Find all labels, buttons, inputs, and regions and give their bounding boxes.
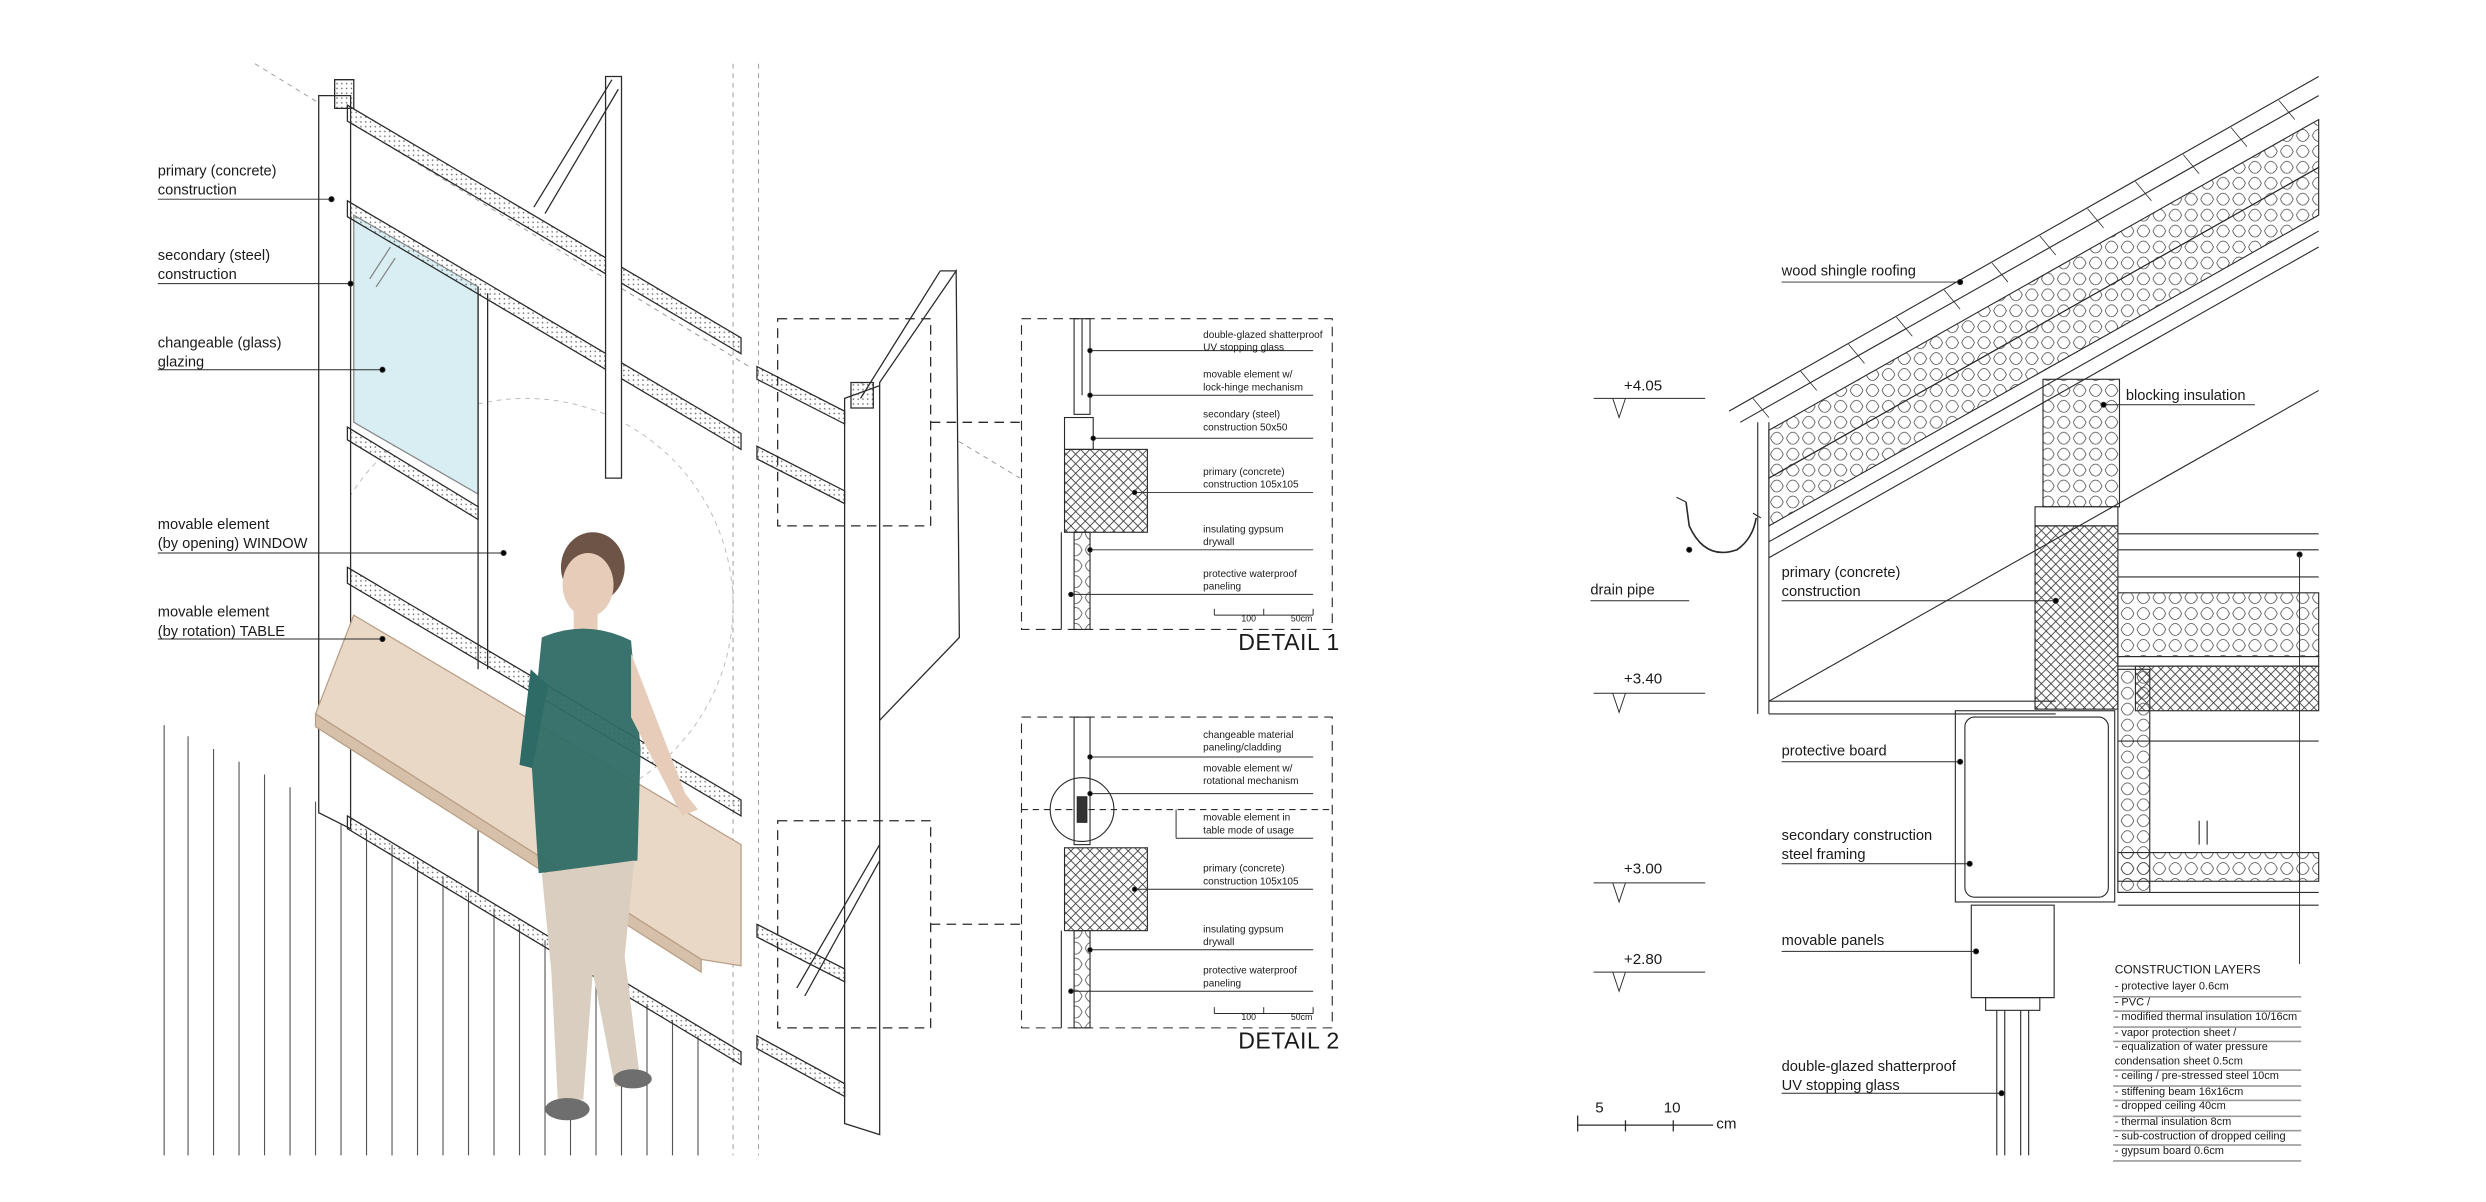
layer-item: - PVC /: [2113, 997, 2302, 1013]
exploded-frame: [756, 268, 960, 1136]
d2-label-table-mode: movable element in table mode of usage: [1203, 812, 1295, 836]
level-4-05: +4.05: [1623, 377, 1663, 396]
d2-scale-50cm: 50cm: [1290, 1013, 1313, 1024]
person-figure: [519, 532, 698, 1121]
layer-item: - dropped ceiling 40cm: [2113, 1101, 2302, 1117]
roof-layers: [1728, 76, 2320, 702]
section-drawing: [1577, 76, 2320, 1156]
detail-2-title: DETAIL 2: [1238, 1029, 1340, 1055]
label-changeable-glazing: changeable (glass) glazing: [157, 334, 282, 369]
level-3-00: +3.00: [1623, 860, 1663, 879]
layer-item: - thermal insulation 8cm: [2113, 1116, 2302, 1132]
construction-layers-title: CONSTRUCTION LAYERS: [2114, 962, 2261, 977]
d2-scale-100: 100: [1241, 1013, 1257, 1024]
section-scale-cm: cm: [1716, 1115, 1737, 1134]
d2-label-rotational: movable element w/ rotational mechanism: [1203, 763, 1299, 787]
construction-layers-legend: CONSTRUCTION LAYERS - protective layer 0…: [2113, 962, 2302, 1162]
section-scale-5: 5: [1595, 1099, 1604, 1118]
layer-item: - sub-costruction of dropped ceiling: [2113, 1131, 2302, 1147]
section-scale-bar: [1577, 1115, 1714, 1132]
d2-label-concrete: primary (concrete) construction 105x105: [1203, 863, 1299, 887]
d2-label-drywall: insulating gypsum drywall: [1203, 924, 1284, 948]
label-wood-shingle: wood shingle roofing: [1781, 262, 1916, 279]
layer-item: - ceiling / pre-stressed steel 10cm: [2113, 1071, 2302, 1087]
label-movable-table: movable element (by rotation) TABLE: [157, 603, 286, 639]
level-markers: [1593, 397, 1706, 993]
level-3-40: +3.40: [1623, 670, 1663, 689]
d1-label-glass: double-glazed shatterproof UV stopping g…: [1203, 329, 1323, 354]
d1-scale-100: 100: [1241, 615, 1257, 625]
label-section-glass: double-glazed shatterproof UV stopping g…: [1781, 1058, 1956, 1093]
d1-scale-50cm: 50cm: [1290, 615, 1313, 625]
detail-2-drawing: [1020, 716, 1333, 1029]
layer-item: - gypsum board 0.6cm: [2113, 1146, 2302, 1162]
layer-item: - protective layer 0.6cm: [2113, 982, 2302, 998]
d2-label-cladding: changeable material paneling/cladding: [1203, 729, 1294, 754]
label-primary-construction: primary (concrete) construction: [157, 162, 277, 197]
layer-item: - stiffening beam 16x16cm: [2113, 1086, 2302, 1102]
layer-item: - equalization of water pressure condens…: [2113, 1043, 2302, 1072]
label-steel-framing: secondary construction steel framing: [1781, 827, 1933, 862]
section-scale-10: 10: [1663, 1099, 1681, 1118]
ceiling-layers: [2117, 533, 2320, 906]
d2-label-paneling: protective waterproof paneling: [1203, 965, 1297, 989]
d1-label-drywall: insulating gypsum drywall: [1203, 524, 1284, 548]
label-drain-pipe: drain pipe: [1590, 581, 1655, 598]
callout-boxes: [777, 318, 1022, 1029]
detail-1-drawing: [1020, 318, 1333, 631]
label-blocking-insulation: blocking insulation: [2125, 387, 2246, 404]
axonometric-view: [157, 63, 1022, 1156]
d1-label-steel: secondary (steel) construction 50x50: [1203, 409, 1288, 433]
d1-label-paneling: protective waterproof paneling: [1203, 568, 1297, 593]
label-secondary-construction: secondary (steel) construction: [157, 247, 271, 282]
d1-label-lock-hinge: movable element w/ lock-hinge mechanism: [1203, 369, 1304, 393]
layer-item: - modified thermal insulation 10/16cm: [2113, 1013, 2302, 1028]
label-section-concrete: primary (concrete) construction: [1781, 564, 1901, 599]
label-movable-panels: movable panels: [1781, 932, 1885, 949]
detail-1-title: DETAIL 1: [1238, 631, 1340, 657]
d1-label-concrete: primary (concrete) construction 105x105: [1203, 466, 1299, 491]
label-movable-window: movable element (by opening) WINDOW: [157, 516, 308, 551]
axo-leaders: [157, 196, 507, 643]
section-leaders: [1590, 279, 2303, 1097]
layer-item: - vapor protection sheet /: [2113, 1028, 2302, 1043]
label-protective-board: protective board: [1781, 742, 1887, 759]
level-2-80: +2.80: [1623, 951, 1663, 969]
